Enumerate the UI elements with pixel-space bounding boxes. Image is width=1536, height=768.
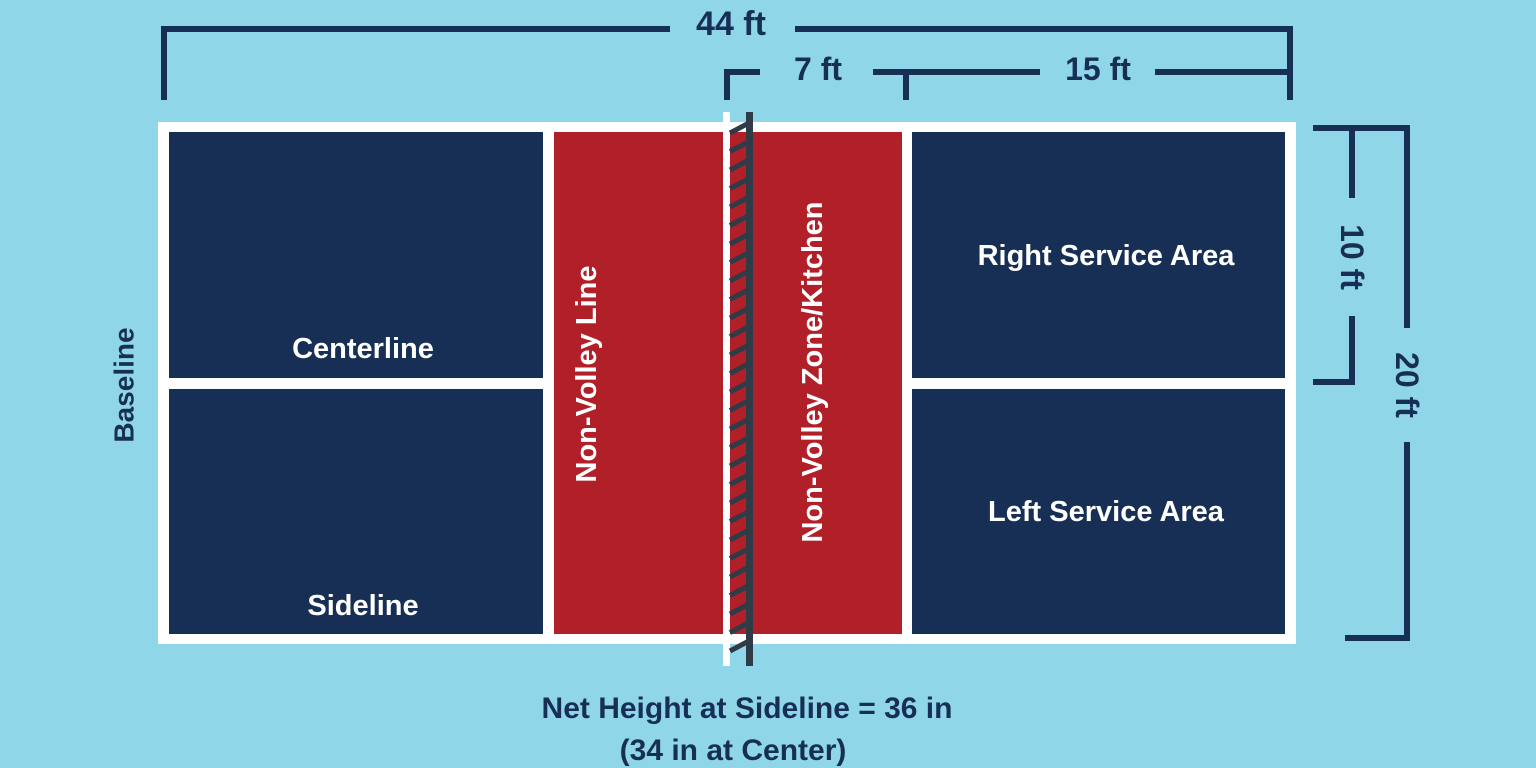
net (723, 112, 753, 666)
net-hatch-stroke (728, 528, 749, 543)
dimension-15ft-label: 15 ft (1065, 51, 1131, 87)
net-hatch-stroke (728, 621, 749, 635)
left-service-area-label: Left Service Area (988, 496, 1225, 528)
centerline-label: Centerline (292, 333, 434, 365)
non-volley-line-label: Non-Volley Line (571, 266, 603, 483)
net-hatch-stroke (728, 214, 749, 228)
net-hatch-stroke (728, 399, 749, 413)
net-hatch-stroke (728, 362, 749, 376)
net-hatch-stroke (728, 121, 749, 136)
net-hatch-stroke (728, 306, 749, 321)
net-hatch-stroke (728, 510, 749, 524)
non-volley-zone-label: Non-Volley Zone/Kitchen (797, 201, 829, 542)
net-hatch-stroke (728, 195, 749, 210)
net-hatch-stroke (728, 547, 749, 561)
dimension-10ft-label: 10 ft (1334, 224, 1370, 290)
right-kitchen (730, 132, 902, 634)
net-hatch-stroke (728, 436, 749, 450)
net-post-right (746, 112, 753, 666)
dimension-44ft-label: 44 ft (696, 5, 766, 43)
court (158, 122, 1296, 644)
sideline-label: Sideline (307, 590, 418, 622)
net-hatch-stroke (728, 140, 749, 154)
net-hatch-stroke (728, 325, 749, 339)
net-hatch-stroke (728, 602, 749, 617)
net-height-note: Net Height at Sideline = 36 in (542, 692, 953, 725)
left-court-bottom-service-area (169, 389, 543, 634)
baseline-label: Baseline (109, 327, 140, 442)
net-hatch-stroke (728, 288, 749, 302)
left-court-top-service-area (169, 132, 543, 378)
net-hatch-stroke (728, 565, 749, 580)
left-service-area (912, 389, 1285, 634)
net-hatch-stroke (728, 232, 749, 247)
net-hatch-stroke (728, 380, 749, 395)
right-service-area-label: Right Service Area (978, 240, 1236, 272)
right-service-area (912, 132, 1285, 378)
net-hatch-stroke (728, 473, 749, 487)
net-hatch-stroke (728, 454, 749, 469)
net-hatch-stroke (728, 639, 749, 654)
dimension-44ft (161, 26, 1293, 100)
net-hatch-stroke (728, 417, 749, 432)
net-hatch-stroke (728, 269, 749, 284)
dimension-7ft-label: 7 ft (794, 51, 842, 87)
dimension-20ft-label: 20 ft (1389, 352, 1425, 418)
net-hatch-stroke (728, 584, 749, 598)
net-height-center-note: (34 in at Center) (620, 734, 847, 767)
left-kitchen (554, 132, 723, 634)
net-hatch-stroke (728, 177, 749, 191)
net-hatch-stroke (728, 343, 749, 358)
net-hatch-stroke (728, 158, 749, 173)
net-hatch-stroke (728, 491, 749, 506)
net-post-left (723, 112, 730, 666)
dimension-20ft (1345, 125, 1410, 641)
net-hatch-stroke (728, 251, 749, 265)
net-hatch (728, 121, 749, 654)
